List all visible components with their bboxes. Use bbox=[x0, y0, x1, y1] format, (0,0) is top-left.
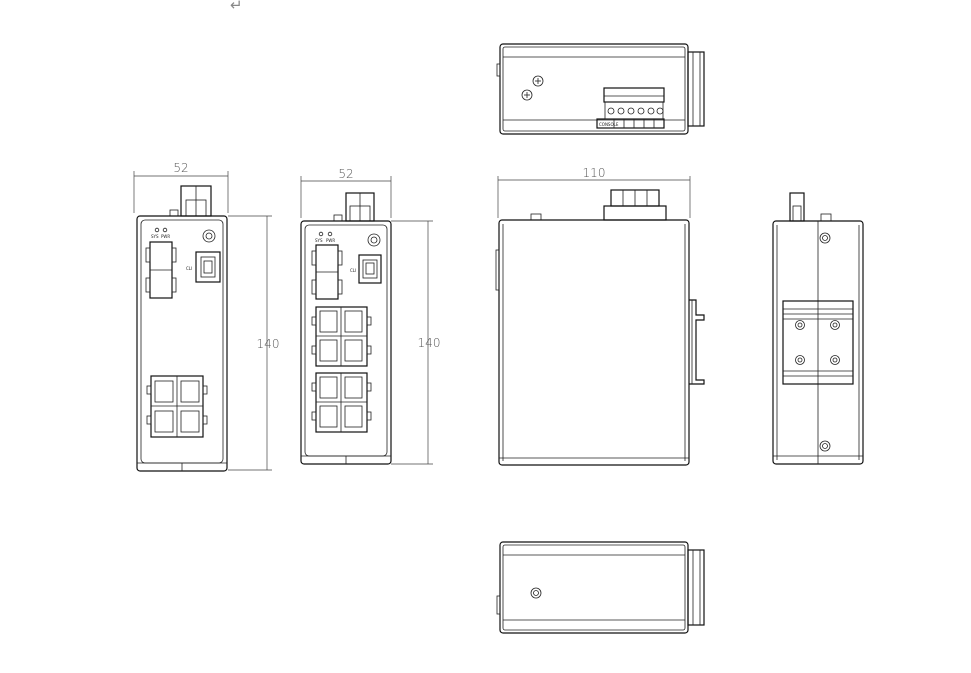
dim-height-label: 140 bbox=[257, 337, 280, 351]
console-port-label: CLI bbox=[350, 268, 356, 273]
dim-height-label: 140 bbox=[418, 336, 441, 350]
front-view-8port: 52 140 SYS PWR CLI bbox=[300, 167, 441, 465]
screw-icon bbox=[367, 233, 381, 247]
ground-screw-icon bbox=[532, 75, 544, 87]
screw-icon bbox=[819, 440, 831, 452]
terminal-block: CONSOLE bbox=[596, 87, 665, 129]
console-port bbox=[358, 254, 382, 284]
return-mark: ↵ bbox=[230, 0, 243, 14]
dim-width-label: 52 bbox=[173, 161, 188, 175]
screw-icon bbox=[819, 232, 831, 244]
led-label-pwr: PWR bbox=[161, 234, 170, 239]
led-label-sys: SYS bbox=[315, 238, 323, 243]
front-view-4port: 52 140 SYS PWR CLI bbox=[133, 161, 280, 472]
led-label-sys: SYS bbox=[151, 234, 159, 239]
rj45-port-block bbox=[315, 306, 368, 367]
ground-screw-icon bbox=[521, 89, 533, 101]
side-view: 110 bbox=[495, 166, 705, 466]
screw-icon bbox=[202, 229, 216, 243]
rear-view bbox=[772, 192, 864, 465]
rj45-port-block bbox=[315, 372, 368, 433]
console-port bbox=[195, 251, 221, 283]
dim-depth-label: 110 bbox=[583, 166, 606, 180]
dim-width-label: 52 bbox=[338, 167, 353, 181]
terminal-label: CONSOLE bbox=[599, 122, 619, 127]
console-port-label: CLI bbox=[186, 266, 192, 271]
top-view: CONSOLE bbox=[496, 43, 705, 135]
din-rail-bracket bbox=[782, 300, 854, 385]
bottom-view bbox=[496, 541, 705, 634]
led-label-pwr: PWR bbox=[326, 238, 335, 243]
screw-icon bbox=[530, 587, 542, 599]
